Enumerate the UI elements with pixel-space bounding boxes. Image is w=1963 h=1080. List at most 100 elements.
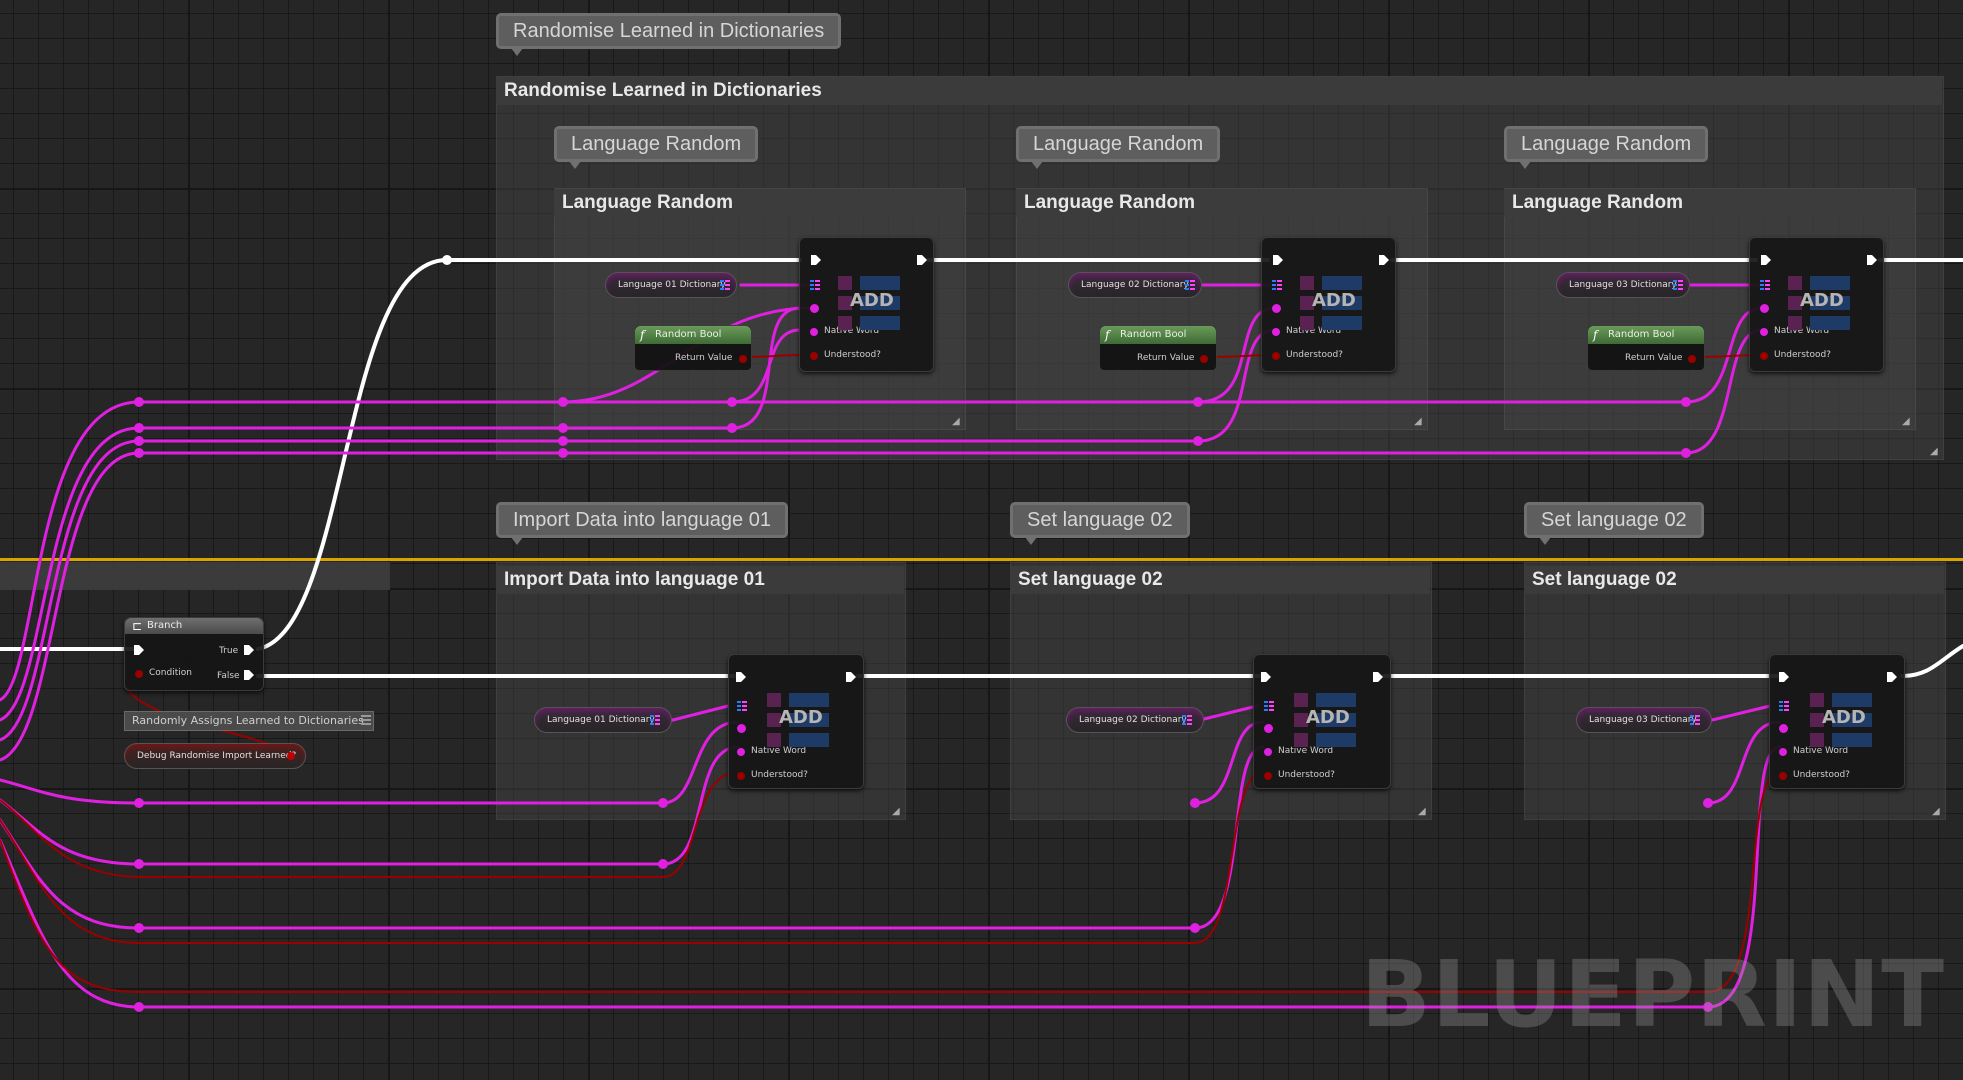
exec-in-pin-icon[interactable]: [133, 644, 145, 656]
comment-bubble-import-2[interactable]: Set language 02: [1010, 502, 1190, 545]
exec-in-pin-icon[interactable]: [735, 671, 747, 683]
branch-node-comment[interactable]: Randomly Assigns Learned to Dictionaries: [124, 711, 374, 731]
bool-wires: [0, 354, 1781, 993]
native-word-pin-icon[interactable]: [1779, 748, 1787, 756]
struct-pin-icon[interactable]: [1264, 724, 1273, 733]
add-node-top-2[interactable]: Native Word Understood? ADD: [1261, 237, 1396, 372]
dictionary-getter-top-2[interactable]: Language 02 Dictionary: [1068, 272, 1202, 298]
exec-out-pin-icon[interactable]: [1372, 671, 1384, 683]
condition-label: Condition: [149, 668, 192, 678]
comment-header-lang-random-1: Language Random: [554, 189, 964, 217]
understood-label: Understood?: [824, 350, 881, 360]
native-word-pin-icon[interactable]: [810, 328, 818, 336]
understood-label: Understood?: [1774, 350, 1831, 360]
add-node-top-1[interactable]: Native Word Understood? ADD: [799, 237, 934, 372]
understood-pin-icon[interactable]: [1264, 772, 1272, 780]
blueprint-watermark: BLUEPRINT: [1360, 941, 1945, 1048]
understood-pin-icon[interactable]: [1272, 352, 1280, 360]
understood-pin-icon[interactable]: [810, 352, 818, 360]
comment-bubble-import-1[interactable]: Import Data into language 01: [496, 502, 788, 545]
comment-bubble-lang-random-3[interactable]: Language Random: [1504, 126, 1709, 169]
array-pin-icon[interactable]: [1182, 715, 1192, 725]
understood-label: Understood?: [1286, 350, 1343, 360]
dictionary-getter-top-1[interactable]: Language 01 Dictionary: [605, 272, 737, 298]
true-exec-pin-icon[interactable]: [243, 644, 255, 656]
add-node-bottom-2[interactable]: Native Word Understood? ADD: [1253, 654, 1391, 789]
array-pin-icon[interactable]: [737, 701, 747, 711]
comment-header-lang-random-3: Language Random: [1504, 189, 1914, 217]
return-value-label: Return Value: [1625, 353, 1683, 363]
array-pin-icon[interactable]: [1690, 715, 1700, 725]
array-pin-icon[interactable]: [1272, 280, 1282, 290]
struct-pin-icon[interactable]: [1779, 724, 1788, 733]
false-exec-pin-icon[interactable]: [243, 669, 255, 681]
exec-out-pin-icon[interactable]: [845, 671, 857, 683]
random-bool-node-top-2[interactable]: Random Bool f Return Value: [1099, 325, 1217, 371]
struct-pin-icon[interactable]: [810, 304, 819, 313]
add-node-bottom-3[interactable]: Native Word Understood? ADD: [1769, 654, 1905, 789]
debug-variable-getter[interactable]: Debug Randomise Import Learned?: [124, 743, 306, 769]
exec-wires: [0, 258, 1963, 678]
array-pin-icon[interactable]: [1185, 280, 1195, 290]
exec-in-pin-icon[interactable]: [1778, 671, 1790, 683]
exec-in-pin-icon[interactable]: [810, 254, 822, 266]
array-pin-icon[interactable]: [1760, 280, 1770, 290]
resize-handle-icon[interactable]: ◢: [892, 806, 900, 817]
resize-handle-icon[interactable]: ◢: [1414, 416, 1422, 427]
branch-comment-text: Randomly Assigns Learned to Dictionaries: [132, 714, 364, 727]
branch-node[interactable]: ⊏ Branch Condition True False: [124, 617, 264, 691]
exec-in-pin-icon[interactable]: [1760, 254, 1772, 266]
comment-bubble-import-3[interactable]: Set language 02: [1524, 502, 1704, 545]
random-bool-node-top-1[interactable]: Random Bool f Return Value: [634, 325, 752, 371]
branch-header: [125, 618, 263, 634]
random-bool-node-top-3[interactable]: Random Bool f Return Value: [1587, 325, 1705, 371]
condition-pin-icon[interactable]: [135, 670, 143, 678]
return-value-pin-icon[interactable]: [739, 355, 747, 363]
return-value-pin-icon[interactable]: [1200, 355, 1208, 363]
resize-handle-icon[interactable]: ◢: [1932, 806, 1940, 817]
exec-out-pin-icon[interactable]: [916, 254, 928, 266]
resize-handle-icon[interactable]: ◢: [1930, 446, 1938, 457]
native-word-label: Native Word: [1278, 746, 1334, 756]
understood-pin-icon[interactable]: [1779, 772, 1787, 780]
return-value-pin-icon[interactable]: [1688, 355, 1696, 363]
dictionary-getter-bottom-3[interactable]: Language 03 Dictionary: [1576, 707, 1712, 733]
comment-bubble-lang-random-1[interactable]: Language Random: [554, 126, 759, 169]
native-word-pin-icon[interactable]: [1272, 328, 1280, 336]
array-pin-icon[interactable]: [720, 280, 730, 290]
native-word-pin-icon[interactable]: [1760, 328, 1768, 336]
resize-handle-icon[interactable]: ◢: [1902, 416, 1910, 427]
bool-pin-icon[interactable]: [287, 752, 295, 760]
resize-handle-icon[interactable]: ◢: [1418, 806, 1426, 817]
struct-pin-icon[interactable]: [1272, 304, 1281, 313]
dictionary-getter-top-3[interactable]: Language 03 Dictionary: [1556, 272, 1690, 298]
dictionary-getter-bottom-1[interactable]: Language 01 Dictionary: [534, 707, 672, 733]
comment-bubble-randomise[interactable]: Randomise Learned in Dictionaries: [496, 13, 842, 56]
pin-comment-icon[interactable]: [361, 715, 371, 727]
comment-bubble-lang-random-2[interactable]: Language Random: [1016, 126, 1221, 169]
exec-in-pin-icon[interactable]: [1260, 671, 1272, 683]
struct-pin-icon[interactable]: [1760, 304, 1769, 313]
branch-title: Branch: [147, 620, 183, 631]
array-pin-icon[interactable]: [1264, 701, 1274, 711]
array-pin-icon[interactable]: [810, 280, 820, 290]
array-pin-icon[interactable]: [1779, 701, 1789, 711]
false-label: False: [217, 671, 240, 681]
array-pin-icon[interactable]: [1673, 280, 1683, 290]
native-word-pin-icon[interactable]: [737, 748, 745, 756]
add-node-top-3[interactable]: Native Word Understood? ADD: [1749, 237, 1884, 372]
exec-out-pin-icon[interactable]: [1886, 671, 1898, 683]
array-pin-icon[interactable]: [650, 715, 660, 725]
understood-pin-icon[interactable]: [737, 772, 745, 780]
exec-in-pin-icon[interactable]: [1272, 254, 1284, 266]
understood-pin-icon[interactable]: [1760, 352, 1768, 360]
native-word-pin-icon[interactable]: [1264, 748, 1272, 756]
struct-pin-icon[interactable]: [737, 724, 746, 733]
dictionary-getter-bottom-2[interactable]: Language 02 Dictionary: [1066, 707, 1204, 733]
add-node-bottom-1[interactable]: Native Word Understood? ADD: [728, 654, 864, 789]
resize-handle-icon[interactable]: ◢: [952, 416, 960, 427]
return-value-label: Return Value: [1137, 353, 1195, 363]
exec-out-pin-icon[interactable]: [1378, 254, 1390, 266]
exec-out-pin-icon[interactable]: [1866, 254, 1878, 266]
